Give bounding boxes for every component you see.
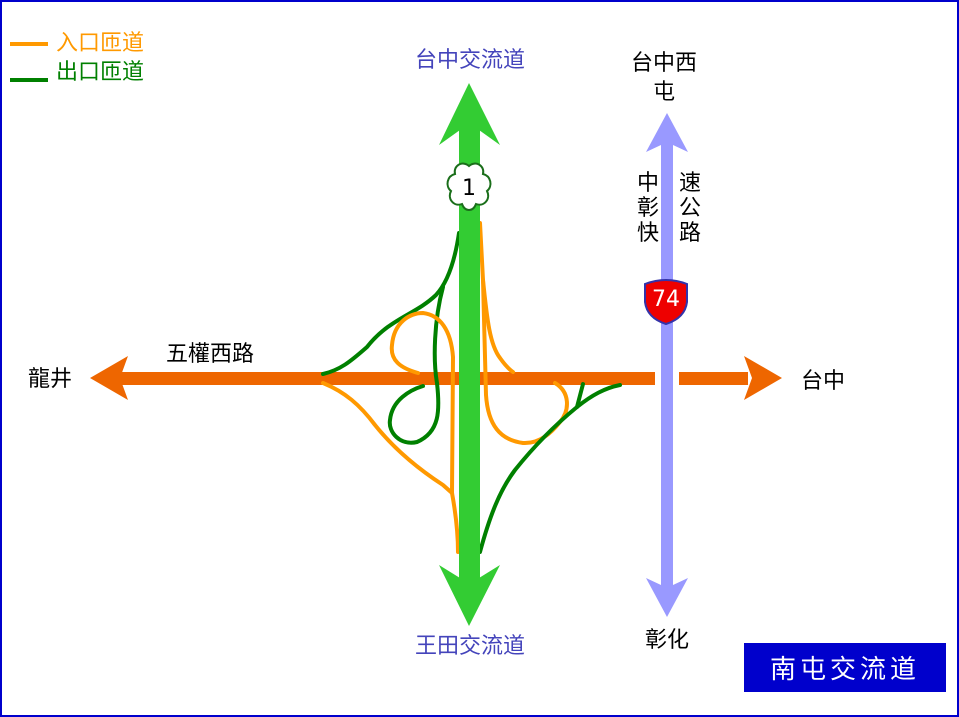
- arrow-south-icon: [646, 578, 688, 617]
- arrow-north-icon: [439, 83, 500, 145]
- expressway-name-char: 彰: [637, 196, 659, 221]
- label-expressway-north-2: 屯: [653, 80, 675, 105]
- label-expressway-south: 彰化: [645, 628, 689, 653]
- freeway-no1: [439, 83, 500, 626]
- off-ramp-northwest: [321, 231, 461, 376]
- off-ramp-southeast-branch: [575, 382, 585, 409]
- freeway-shield-icon: 1: [446, 162, 492, 211]
- label-freeway-north: 台中交流道: [415, 48, 525, 73]
- arrow-south-icon: [439, 565, 500, 626]
- legend-onramp-label: 入口匝道: [56, 31, 144, 56]
- off-ramp-southeast: [478, 383, 622, 554]
- expressway-name-char: 速: [679, 171, 701, 196]
- arrow-north-icon: [646, 113, 688, 152]
- label-street-name: 五權西路: [166, 342, 254, 367]
- legend-offramp-label: 出口匝道: [56, 60, 144, 85]
- on-ramp-west-loop: [389, 311, 460, 554]
- expressway-number: 74: [652, 287, 680, 312]
- on-ramp-east-loop: [481, 278, 569, 446]
- expressway-shield-icon: 74: [644, 279, 688, 326]
- on-ramp-southwest: [321, 381, 454, 495]
- label-expressway-north-1: 台中西: [631, 51, 697, 76]
- label-street-west: 龍井: [28, 367, 72, 392]
- interchange-title-badge: 南屯交流道: [744, 643, 946, 692]
- expressway-name-char: 路: [679, 221, 701, 246]
- label-street-east: 台中: [801, 369, 845, 394]
- arrow-east-icon: [744, 356, 782, 400]
- expressway-no74: [646, 113, 688, 617]
- arrow-west-icon: [90, 356, 128, 400]
- freeway-number: 1: [462, 176, 476, 201]
- street-wuquan-west-road: [90, 356, 782, 400]
- expressway-name-char: 快: [637, 221, 659, 246]
- expressway-name-char: 公: [679, 196, 701, 221]
- expressway-name-char: 中: [637, 171, 659, 196]
- off-ramp-west-loop: [387, 285, 445, 445]
- label-freeway-south: 王田交流道: [415, 634, 525, 659]
